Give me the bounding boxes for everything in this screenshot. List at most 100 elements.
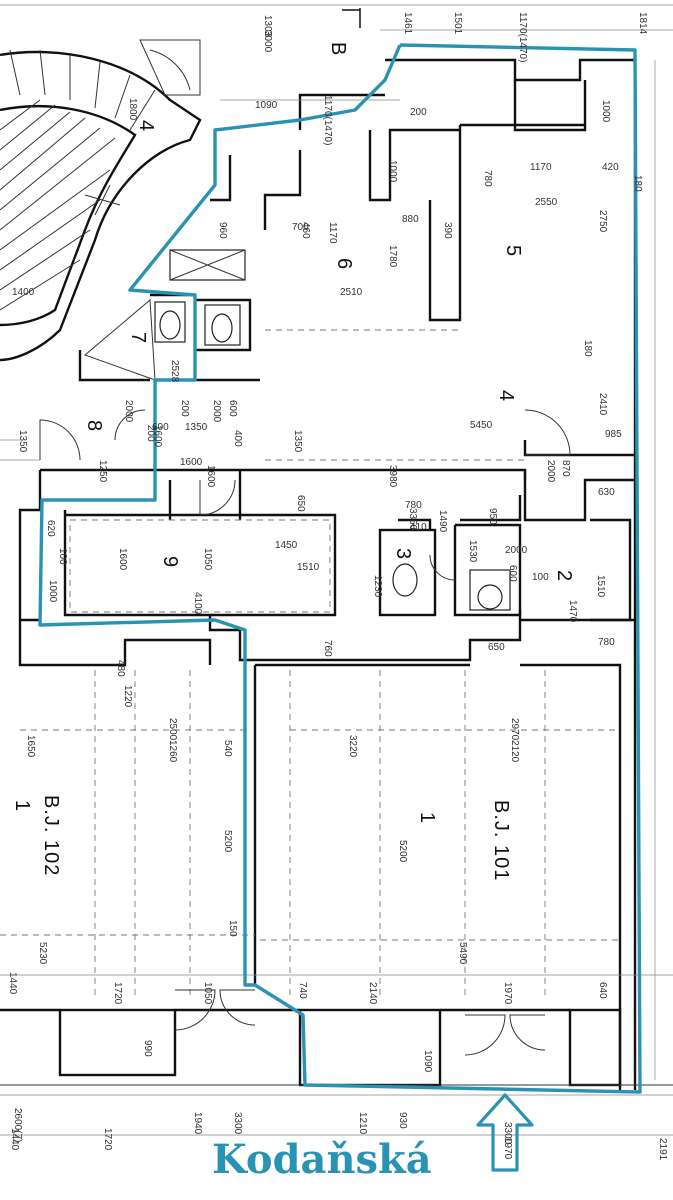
dimension-label: 2510: [340, 287, 363, 298]
dimension-labels: 18141170(1470)1501146110001170(1470)2001…: [7, 12, 668, 1161]
dimension-label: 1450: [275, 540, 298, 551]
dimension-label: 760: [322, 640, 333, 657]
dimension-label: 1350: [185, 422, 208, 433]
dimension-label: 5200: [397, 840, 408, 863]
dimension-label: 1090: [255, 100, 278, 111]
dimension-label: 1050: [202, 982, 213, 1005]
section-label: B: [327, 42, 349, 55]
room-7-label: 7: [127, 332, 149, 343]
dimension-label: 1440: [7, 972, 18, 995]
dimension-label: 600: [507, 565, 518, 582]
dimension-label: 1600: [117, 548, 128, 571]
dimension-label: 1510: [297, 562, 320, 573]
dimension-label: 400: [232, 430, 243, 447]
dimension-label: 650: [488, 642, 505, 653]
dimension-label: 2000: [545, 460, 556, 483]
dimension-label: 5230: [37, 942, 48, 965]
dimension-label: 2120: [509, 740, 520, 763]
dimension-label: 1470: [567, 600, 578, 623]
dimension-label: 1170: [530, 162, 552, 173]
dimension-label: 460: [300, 222, 311, 239]
room-labels: 4 5 6 7 8 9 3 2 1 1 4 B.J. 101 B.J. 102: [11, 120, 575, 881]
dimension-label: 4100: [192, 592, 203, 615]
dimension-label: 1530: [467, 540, 478, 563]
dimension-label: 1050: [202, 548, 213, 571]
dimension-label: 3300: [232, 1112, 243, 1135]
dimension-label: 180: [582, 340, 593, 357]
dimension-label: 200: [410, 107, 427, 118]
dimension-label: 740: [297, 982, 308, 999]
dimension-label: 1250: [97, 460, 108, 483]
dimension-label: 2191: [657, 1138, 668, 1161]
unit-102-label: B.J. 102: [40, 795, 62, 876]
inner-guides: [0, 329, 620, 1000]
room-3-label: 3: [392, 548, 414, 559]
room-1-label: 1: [416, 812, 438, 823]
room-9-label: 9: [159, 556, 181, 567]
dimension-label: 100: [57, 548, 68, 565]
dimension-label: 1780: [387, 245, 398, 268]
dimension-label: 1000: [600, 100, 611, 123]
dimension-label: 5450: [470, 420, 493, 431]
dimension-label: 1440: [9, 1128, 20, 1151]
sanitary-fixtures: [84, 249, 511, 611]
dimension-label: 780: [405, 500, 422, 511]
dimension-label: 2528: [169, 360, 180, 383]
dimension-label: 930: [397, 1112, 408, 1129]
dimension-label: 640: [597, 982, 608, 999]
room-8-label: 8: [83, 420, 105, 431]
dimension-label: 2000: [211, 400, 222, 423]
dimension-label: 1220: [122, 685, 133, 708]
dimension-label: 1970: [502, 982, 513, 1005]
dimension-label: 150: [227, 920, 238, 937]
dimension-label: 990: [142, 1040, 153, 1057]
dimension-label: 1260: [167, 740, 178, 763]
entrance-arrow-icon: [476, 1093, 534, 1172]
dimension-label: 1400: [12, 287, 35, 298]
dimension-label: 780: [598, 637, 615, 648]
dimension-label: 870: [560, 460, 571, 477]
dimension-label: 420: [602, 162, 619, 173]
dimension-label: 2000: [505, 545, 528, 556]
stair-4-label: 4: [135, 120, 157, 131]
dimension-label: 1490: [437, 510, 448, 533]
dimension-label: 1170: [327, 222, 338, 244]
section-marker: B: [327, 8, 361, 55]
dimension-label: 3980: [387, 465, 398, 488]
dimension-label: 1000: [47, 580, 58, 603]
dimension-label: 3300: [502, 1122, 513, 1145]
dimension-label: 1461: [402, 12, 413, 35]
dimension-label: 540: [222, 740, 233, 757]
room-1-left-label: 1: [11, 800, 33, 811]
dimension-label: 1814: [637, 12, 648, 35]
dimension-label: 600: [152, 422, 169, 433]
room-2-label: 2: [553, 570, 575, 581]
dimension-label: 620: [45, 520, 56, 537]
dimension-label: 5200: [222, 830, 233, 853]
dimension-label: 630: [598, 487, 615, 498]
dimension-label: 2140: [367, 982, 378, 1005]
dimension-label: 2550: [535, 197, 558, 208]
dimension-label: 1230: [372, 575, 383, 598]
dimension-label: 700: [292, 222, 309, 233]
dimension-label: 1170(1470): [517, 12, 528, 62]
dimension-label: 960: [217, 222, 228, 239]
dimension-label: 1090: [422, 1050, 433, 1073]
dimension-label: 1303: [262, 15, 273, 38]
dimension-label: 1501: [452, 12, 463, 35]
dimension-label: 2600(7): [12, 1108, 23, 1142]
door-swings: [39, 409, 571, 1056]
dimension-label: 200: [179, 400, 190, 417]
dimension-label: 1510: [595, 575, 606, 598]
staircase: [0, 39, 202, 362]
dimension-label: 1970: [502, 1137, 513, 1160]
dimension-label: 180: [632, 175, 643, 192]
dimension-label: 1000: [387, 160, 398, 183]
dimension-label: 780: [482, 170, 493, 187]
room-6-label: 6: [333, 258, 355, 269]
unit-101-label: B.J. 101: [490, 800, 512, 881]
dimension-label: 985: [605, 429, 622, 440]
dimension-label: 1350: [292, 430, 303, 453]
dimension-label: 2410: [597, 393, 608, 416]
